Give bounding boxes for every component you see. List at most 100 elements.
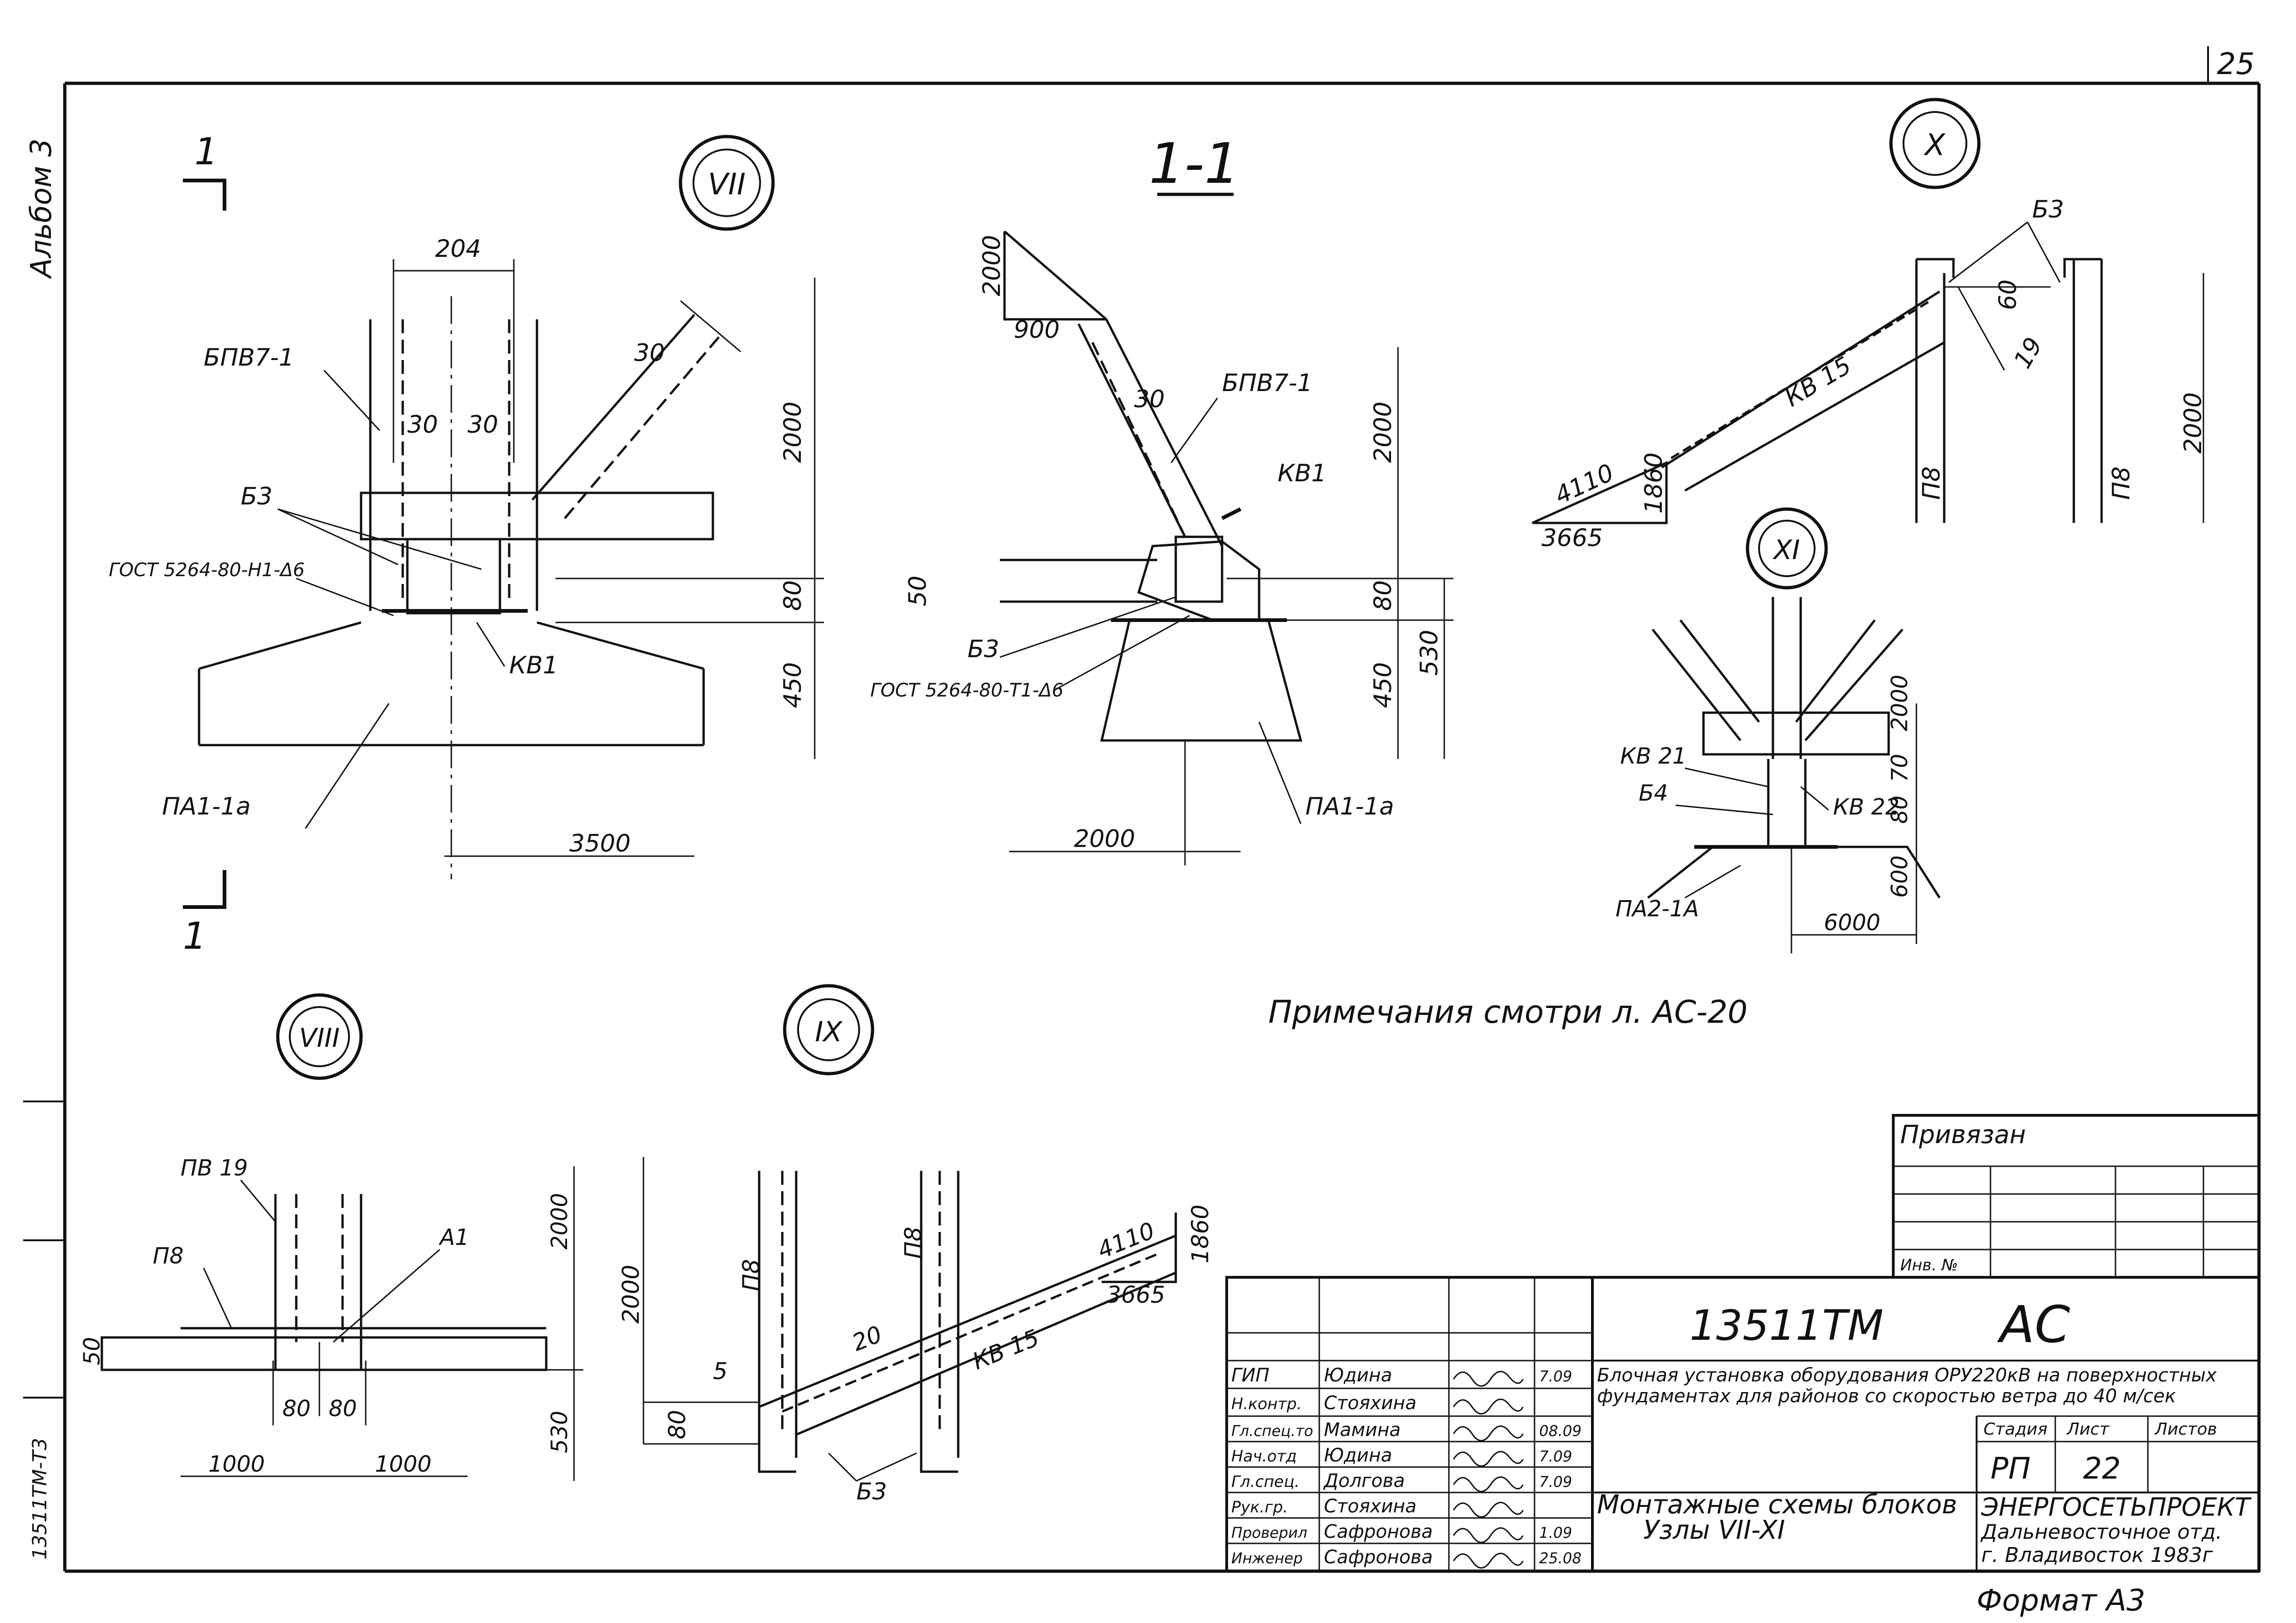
title-line-1: Блочная установка оборудования ОРУ220кВ … (1597, 1365, 2217, 1386)
signer-name: Юдина (1324, 1445, 1392, 1466)
VII-dim-450: 450 (779, 662, 807, 708)
page-number: 25 (2217, 47, 2254, 81)
node-X-drawing (1531, 258, 2204, 524)
S11-dim-530: 530 (1416, 630, 1443, 676)
S11-dim-450: 450 (1369, 662, 1397, 708)
VIII-dim-1000a: 1000 (208, 1451, 265, 1477)
signer-date: 7.09 (1539, 1368, 1572, 1385)
signer-role: Н.контр. (1231, 1395, 1302, 1413)
VII-dim-80: 80 (779, 580, 807, 611)
VII-pa-label: ПА1-1а (162, 793, 250, 821)
XI-dim-80: 80 (1887, 796, 1913, 824)
org-line-2: Дальневосточное отд. (1980, 1520, 2222, 1544)
node-VII-labels: 204 БПВ7-1 30 30 30 Б3 ГОСТ 5264-80-Н1-Δ… (109, 235, 807, 858)
signer-name: Сафронова (1324, 1521, 1433, 1542)
signer-name: Мамина (1324, 1419, 1401, 1441)
signer-role: Нач.отд (1231, 1447, 1297, 1466)
node-IX-marker: IX (783, 984, 874, 1076)
VII-dim-204: 204 (435, 235, 481, 263)
signer-name: Долгова (1323, 1470, 1405, 1492)
VII-dim-30b: 30 (468, 411, 498, 439)
S11-kv1-label: КВ1 (1278, 460, 1327, 487)
node-IX-label: IX (815, 1016, 843, 1048)
signer-date: 08.09 (1539, 1422, 1582, 1440)
node-VIII-marker: VIII (276, 993, 363, 1080)
IX-p8b-label: П8 (900, 1227, 927, 1259)
format-label: Формат А3 (1977, 1584, 2146, 1618)
sheet-value: 22 (2083, 1452, 2121, 1486)
VIII-dim-50: 50 (79, 1337, 105, 1365)
inv-no-label: Инв. № (1900, 1256, 1958, 1275)
X-leaders (1948, 221, 2061, 283)
signer-role: ГИП (1231, 1365, 1269, 1386)
node-VII-label: VII (708, 168, 746, 202)
VIII-dim-80a: 80 (282, 1396, 311, 1422)
S11-leaders (999, 398, 1302, 824)
section-mark-top: 1 (194, 130, 218, 173)
VIII-dim-530: 530 (547, 1411, 573, 1453)
section-marks (183, 179, 226, 909)
notes-reference: Примечания смотри л. АС-20 (1268, 994, 1747, 1031)
XI-leaders (1675, 767, 1829, 899)
VIII-dim-1000b: 1000 (375, 1451, 431, 1477)
XI-b4-label: Б4 (1639, 780, 1668, 806)
signatures (1453, 1371, 1524, 1569)
S11-gost-label: ГОСТ 5264-80-Т1-Δ6 (870, 680, 1064, 701)
section-1-1-title: 1-1 (1149, 132, 1240, 196)
S11-dim-900: 900 (1014, 316, 1060, 344)
VII-dim-30a: 30 (407, 411, 438, 439)
VII-b3-label: Б3 (241, 483, 273, 510)
side-code: 13511ТМ-Т3 (28, 1438, 51, 1560)
signer-name: Сафронова (1324, 1547, 1433, 1568)
signer-role: Гл.спец. (1231, 1473, 1299, 1491)
sheet-title-1: Монтажные схемы блоков (1597, 1490, 1957, 1520)
S11-b3-label: Б3 (967, 635, 999, 663)
node-VIII-drawing (100, 1166, 583, 1481)
VIII-dim-2000: 2000 (547, 1193, 573, 1250)
IX-dim-3665: 3665 (1106, 1281, 1165, 1308)
node-XI-marker: XI (1746, 507, 1828, 590)
IX-dim-2000: 2000 (618, 1265, 644, 1324)
VIII-dim-80b: 80 (329, 1396, 357, 1422)
stage-header: Стадия (1984, 1420, 2047, 1439)
IX-dim-5: 5 (713, 1358, 728, 1385)
VIII-p8-label: П8 (153, 1243, 184, 1269)
node-X-label: X (1923, 128, 1946, 162)
node-XI-labels: 2000 КВ 21 Б4 КВ 22 70 80 600 ПА2-1А 600… (1616, 675, 1913, 936)
S11-bpv-label: БПВ7-1 (1222, 369, 1312, 397)
org-line-1: ЭНЕРГОСЕТЬПРОЕКТ (1981, 1492, 2252, 1522)
node-XI-label: XI (1772, 534, 1800, 566)
album-label: Альбом 3 (24, 138, 58, 280)
X-dim-3665: 3665 (1541, 524, 1603, 552)
signer-date: 25.08 (1539, 1549, 1582, 1567)
XI-dim-70: 70 (1887, 754, 1913, 782)
signer-date: 7.09 (1539, 1448, 1572, 1465)
document-mark: АС (1997, 1295, 2070, 1354)
XI-kv22-label: КВ 22 (1833, 794, 1899, 820)
section-title: 1-1 (1149, 132, 1240, 196)
node-XI-drawing (1647, 597, 1941, 953)
signer-role: Рук.гр. (1231, 1498, 1288, 1517)
S11-dim-2000h: 2000 (1074, 825, 1135, 853)
node-VIII-label: VIII (299, 1023, 340, 1053)
node-VII-drawing (198, 259, 824, 879)
section-mark-bottom: 1 (183, 914, 206, 958)
IX-b3-label: Б3 (856, 1478, 887, 1505)
signer-name: Стояхина (1324, 1393, 1416, 1414)
privyazan-label: Привязан (1900, 1120, 2026, 1149)
VII-gost-label: ГОСТ 5264-80-Н1-Δ6 (109, 560, 305, 581)
XI-dim-6000: 6000 (1824, 910, 1880, 936)
sheet-title-2: Узлы VII-XI (1643, 1515, 1785, 1545)
node-IX-drawing (643, 1157, 1177, 1473)
S11-dim-2000: 2000 (978, 235, 1006, 296)
section-1-1-drawing (1000, 230, 1454, 865)
X-b3-label: Б3 (2032, 196, 2064, 224)
signer-name: Юдина (1324, 1365, 1392, 1386)
signer-role: Инженер (1231, 1549, 1303, 1567)
node-X-marker: X (1889, 98, 1981, 189)
VIII-leaders (203, 1180, 440, 1343)
sheet-header: Лист (2066, 1420, 2109, 1439)
S11-dim-30: 30 (1134, 386, 1165, 413)
